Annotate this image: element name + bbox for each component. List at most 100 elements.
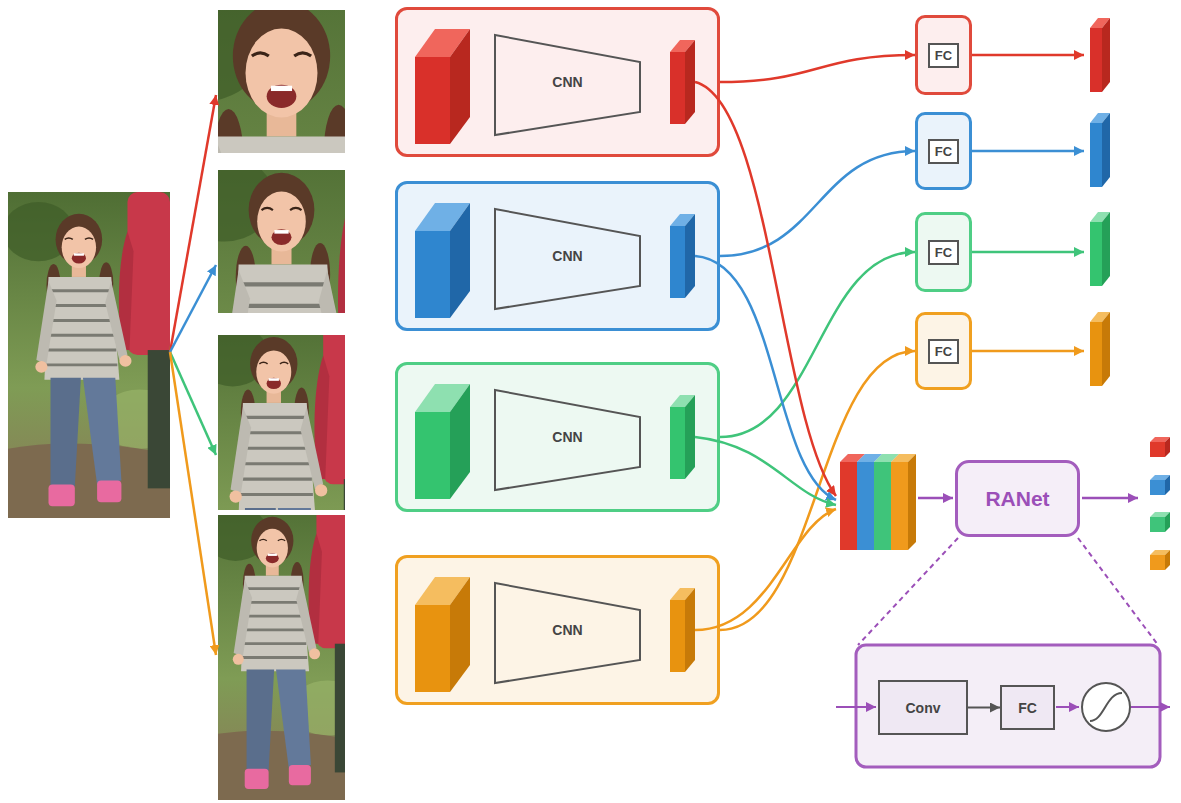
fc-output-arrows xyxy=(972,55,1084,351)
cnn-green-internals xyxy=(415,412,450,499)
cnn-green-internals xyxy=(685,395,695,479)
layer-label: FC xyxy=(928,43,959,68)
cnn-blue-internals xyxy=(415,231,450,318)
cnn-red-internals xyxy=(670,52,685,124)
concat-lines xyxy=(695,437,836,505)
layer-label: FC xyxy=(928,139,959,164)
cnn-red-internals xyxy=(495,35,640,135)
ranet-outputs xyxy=(1165,475,1170,495)
network-label: CNN xyxy=(552,74,582,90)
cnn-green-internals xyxy=(450,384,470,499)
layer-label: FC xyxy=(1018,700,1037,716)
cnn-green-internals xyxy=(415,384,695,499)
network-label: CNN xyxy=(552,248,582,264)
zoom-dashes xyxy=(1078,538,1158,645)
layer-box: FC xyxy=(1000,685,1055,730)
cnn-blue-internals xyxy=(450,203,470,318)
fc-output-arrows xyxy=(972,150,1084,153)
detail-arrows xyxy=(836,706,876,708)
cnn-red-internals xyxy=(685,40,695,124)
sigmoid-symbol xyxy=(1082,683,1130,731)
concat-stack xyxy=(840,462,857,550)
zoom-dashes xyxy=(858,538,1158,645)
detail-arrows xyxy=(1131,706,1170,708)
input-photo xyxy=(3,192,180,518)
cnn-red-internals xyxy=(415,57,450,144)
crop-arrows xyxy=(170,352,216,655)
output-feature xyxy=(1090,322,1102,386)
concat-stack xyxy=(840,454,916,550)
sigmoid-symbol xyxy=(1082,683,1130,731)
ranet-outputs xyxy=(1165,512,1170,532)
cnn-orange-internals xyxy=(685,588,695,672)
cnn-red-internals xyxy=(450,29,470,144)
output-feature xyxy=(1090,18,1110,386)
cnn-blue-internals xyxy=(495,209,640,309)
cnn-blue-internals xyxy=(685,214,695,298)
ranet-box: RANet xyxy=(955,460,1080,537)
cnn-orange-internals xyxy=(450,577,470,692)
output-feature xyxy=(1102,18,1110,92)
fc-box: FC xyxy=(915,112,972,190)
output-feature xyxy=(1090,123,1102,187)
cnn-orange-internals xyxy=(415,577,695,692)
output-feature xyxy=(1102,212,1110,286)
network-label: CNN xyxy=(552,622,582,638)
connector-arrow xyxy=(968,707,1000,709)
cnn-blue-internals xyxy=(415,203,695,318)
detail-arrows xyxy=(1056,706,1079,708)
purple-arrows xyxy=(1082,497,1138,500)
network-label: CNN xyxy=(552,429,582,445)
purple-arrows xyxy=(918,497,953,500)
concat-stack xyxy=(908,454,916,550)
ranet-outputs xyxy=(1150,480,1165,495)
zoom-dashes xyxy=(858,538,958,645)
output-feature xyxy=(1102,113,1110,187)
output-feature xyxy=(1102,312,1110,386)
ranet-outputs xyxy=(1150,517,1165,532)
cnn-blue-internals xyxy=(670,226,685,298)
crop-photos xyxy=(123,0,493,800)
ranet-outputs xyxy=(1150,555,1165,570)
cnn-orange-internals xyxy=(415,605,450,692)
cnn-green-internals xyxy=(670,407,685,479)
fc-box: FC xyxy=(915,312,972,390)
input-photo xyxy=(3,192,180,518)
fc-output-arrows xyxy=(972,251,1084,254)
detail-panel xyxy=(856,645,1160,767)
concat-lines xyxy=(695,509,836,630)
fc-output-arrows xyxy=(972,54,1084,57)
crop-photo xyxy=(203,497,364,800)
concat-stack xyxy=(891,462,908,550)
fc-box: FC xyxy=(915,212,972,292)
layer-label: Conv xyxy=(906,700,941,716)
layer-label: FC xyxy=(928,240,959,265)
crop-arrows xyxy=(170,265,216,352)
sigmoid-symbol xyxy=(1090,693,1122,721)
ranet-outputs xyxy=(1165,550,1170,570)
cnn-orange-internals xyxy=(495,583,640,683)
cnn-orange-internals xyxy=(670,600,685,672)
layer-label: RANet xyxy=(985,487,1049,511)
connector-arrow xyxy=(720,55,915,82)
fc-output-arrows xyxy=(972,350,1084,353)
connector-arrow xyxy=(720,351,915,630)
output-feature xyxy=(1090,28,1102,92)
fc-box: FC xyxy=(915,15,972,95)
ranet-outputs xyxy=(1150,437,1170,570)
concat-stack xyxy=(840,454,916,462)
cnn-red-internals xyxy=(415,29,695,144)
concat-lines xyxy=(695,82,836,630)
cnn-green-internals xyxy=(495,390,640,490)
crop-arrows xyxy=(170,95,216,352)
input-photo xyxy=(3,192,180,518)
concat-stack xyxy=(874,462,891,550)
concat-lines xyxy=(695,82,836,496)
crop-arrows xyxy=(170,95,216,655)
ranet-outputs xyxy=(1165,437,1170,457)
ranet-outputs xyxy=(1150,442,1165,457)
crop-photo xyxy=(203,497,364,800)
output-feature xyxy=(1090,222,1102,286)
layer-label: FC xyxy=(928,339,959,364)
layer-box: Conv xyxy=(878,680,968,735)
